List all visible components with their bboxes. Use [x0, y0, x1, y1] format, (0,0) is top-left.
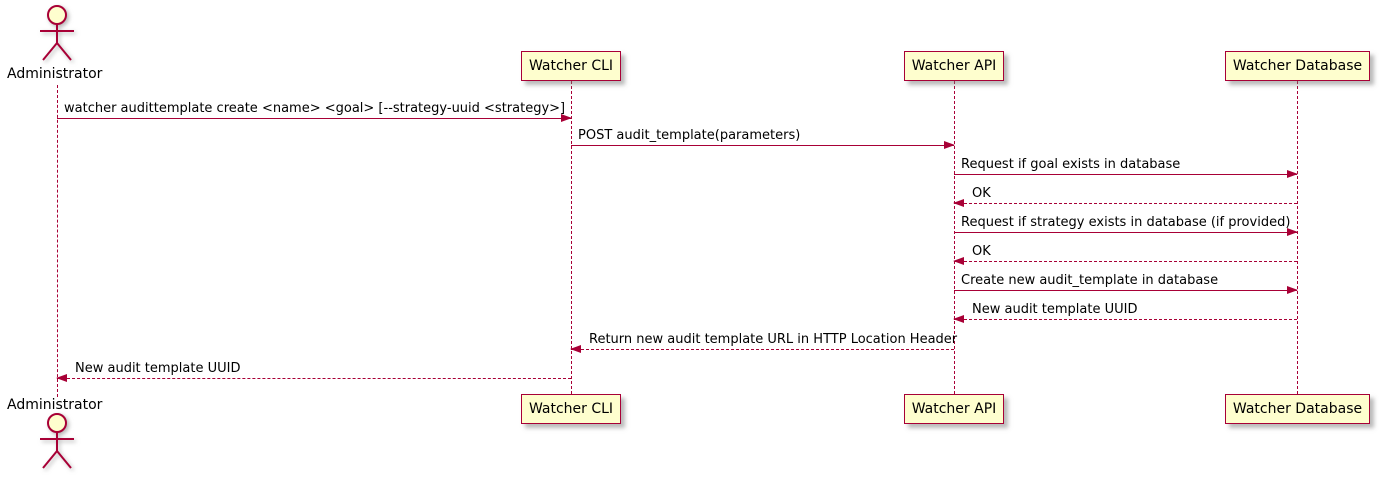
participant-label: Watcher CLI — [528, 401, 614, 417]
message-request-goal-exists: Request if goal exists in database — [954, 157, 1298, 178]
actor-label-top: Administrator — [7, 66, 103, 82]
message-post-audit-template: POST audit_template(parameters) — [571, 128, 955, 149]
arrowhead-right-icon — [1287, 170, 1298, 178]
arrowhead-right-icon — [1287, 286, 1298, 294]
message-create-audit-template-db: Create new audit_template in database — [954, 273, 1298, 294]
lifeline-administrator — [57, 85, 58, 397]
message-label: New audit template UUID — [972, 302, 1138, 317]
participant-box-watcher-database-bottom: Watcher Database — [1225, 394, 1370, 424]
message-arrow — [953, 315, 1297, 323]
message-request-strategy-exists: Request if strategy exists in database (… — [954, 215, 1298, 236]
message-arrow — [56, 374, 571, 382]
actor-icon-top — [40, 5, 74, 61]
participant-label: Watcher Database — [1232, 401, 1363, 417]
message-label: New audit template UUID — [75, 361, 241, 376]
participant-box-watcher-cli-bottom: Watcher CLI — [521, 394, 621, 424]
participant-box-watcher-api-bottom: Watcher API — [904, 394, 1004, 424]
participant-label: Watcher API — [911, 58, 997, 74]
arrowhead-left-icon — [953, 315, 964, 323]
message-new-uuid-to-admin: New audit template UUID — [56, 361, 571, 382]
message-create-audittemplate: watcher audittemplate create <name> <goa… — [57, 101, 572, 122]
arrowhead-left-icon — [570, 345, 581, 353]
arrowhead-right-icon — [561, 114, 572, 122]
message-arrow — [57, 114, 572, 122]
message-return-url-location-header: Return new audit template URL in HTTP Lo… — [570, 332, 958, 353]
lifeline-watcher-cli — [571, 81, 572, 394]
participant-box-watcher-api-top: Watcher API — [904, 51, 1004, 81]
participant-box-watcher-database-top: Watcher Database — [1225, 51, 1370, 81]
message-label: Create new audit_template in database — [961, 273, 1219, 288]
message-arrow — [954, 170, 1298, 178]
message-label: Request if strategy exists in database (… — [961, 215, 1291, 230]
participant-label: Watcher API — [911, 401, 997, 417]
actor-icon-bottom — [40, 413, 74, 469]
actor-label-bottom: Administrator — [7, 397, 103, 413]
message-label: Return new audit template URL in HTTP Lo… — [589, 332, 958, 347]
arrowhead-right-icon — [944, 141, 955, 149]
message-arrow — [954, 228, 1298, 236]
message-arrow — [571, 141, 955, 149]
message-arrow — [953, 199, 1297, 207]
message-ok-goal: OK — [953, 186, 1297, 207]
participant-label: Watcher CLI — [528, 58, 614, 74]
message-label: OK — [972, 186, 991, 201]
lifeline-watcher-api — [954, 81, 955, 394]
participant-box-watcher-cli-top: Watcher CLI — [521, 51, 621, 81]
message-label: OK — [972, 244, 991, 259]
participant-label: Watcher Database — [1232, 58, 1363, 74]
message-new-uuid-from-db: New audit template UUID — [953, 302, 1297, 323]
arrowhead-left-icon — [953, 199, 964, 207]
message-arrow — [953, 257, 1297, 265]
arrowhead-right-icon — [1287, 228, 1298, 236]
arrowhead-left-icon — [953, 257, 964, 265]
message-label: POST audit_template(parameters) — [578, 128, 801, 143]
message-ok-strategy: OK — [953, 244, 1297, 265]
lifeline-watcher-database — [1297, 81, 1298, 394]
message-label: Request if goal exists in database — [961, 157, 1181, 172]
message-arrow — [954, 286, 1298, 294]
arrowhead-left-icon — [56, 374, 67, 382]
message-arrow — [570, 345, 954, 353]
message-label: watcher audittemplate create <name> <goa… — [64, 101, 566, 116]
